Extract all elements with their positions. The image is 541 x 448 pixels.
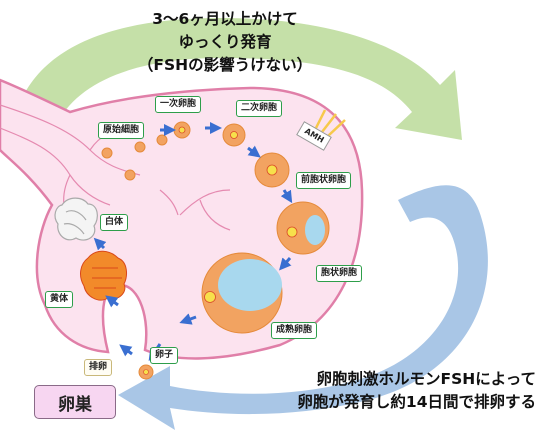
bottom-caption-line: 卵胞が発育し約14日間で排卵する <box>297 393 536 411</box>
released-oocyte <box>138 364 154 380</box>
corpus-luteum <box>80 250 127 301</box>
label-corpus-albicans: 白体 <box>100 214 129 231</box>
preantral-follicle <box>254 152 290 188</box>
label-preantral: 前胞状卵胞 <box>296 172 352 189</box>
label-oocyte: 卵子 <box>150 347 179 364</box>
label-secondary: 二次卵胞 <box>236 100 283 117</box>
top-caption-line: 3～6ヶ月以上かけて <box>152 10 298 28</box>
top-caption: 3～6ヶ月以上かけて ゆっくり発育 （FSHの影響うけない） <box>110 8 340 77</box>
label-mature: 成熟卵胞 <box>271 322 318 339</box>
primordial-follicles <box>101 134 168 181</box>
antral-follicle <box>276 201 330 255</box>
blue-cycle-arrow <box>118 185 488 430</box>
mature-follicle <box>201 252 283 334</box>
bottom-caption-line: 卵胞刺激ホルモンFSHによって <box>316 370 537 388</box>
secondary-follicle <box>222 123 246 147</box>
label-ovulation: 排卵 <box>84 359 113 376</box>
label-primary: 一次卵胞 <box>155 96 202 113</box>
ovary-label: 卵巣 <box>34 385 116 419</box>
label-antral: 胞状卵胞 <box>316 265 363 282</box>
label-corpus-luteum: 黄体 <box>45 291 74 308</box>
corpus-albicans <box>54 197 98 241</box>
top-caption-line: ゆっくり発育 <box>178 33 272 51</box>
green-cycle-arrow <box>18 18 462 140</box>
primary-follicle <box>173 121 191 139</box>
top-caption-line: （FSHの影響うけない） <box>137 56 313 74</box>
bottom-caption: 卵胞刺激ホルモンFSHによって 卵胞が発育し約14日間で排卵する <box>246 368 536 414</box>
label-primordial: 原始細胞 <box>98 122 145 139</box>
amh-rays <box>313 109 346 137</box>
